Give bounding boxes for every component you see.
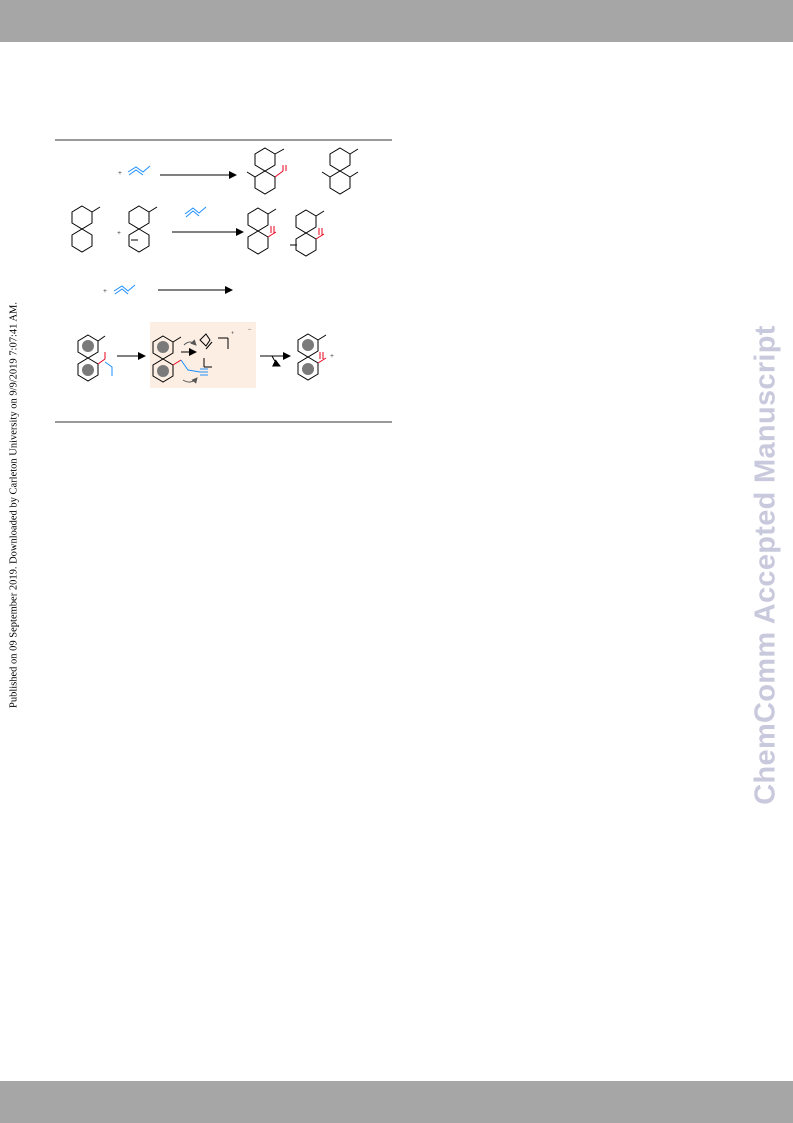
plus-sign: + <box>103 287 107 295</box>
scheme-top-rule <box>55 139 392 141</box>
publication-note: Published on 09 September 2019. Download… <box>8 302 20 708</box>
transition-state: + − <box>152 327 252 384</box>
accepted-manuscript-watermark: ChemComm Accepted Manuscript <box>749 325 782 805</box>
product-2b <box>290 209 325 257</box>
plus-sign: + <box>118 169 122 177</box>
plus-charge: + <box>231 331 235 337</box>
header-bar <box>0 0 793 42</box>
scheme-bottom-rule <box>55 421 392 423</box>
minus-charge: − <box>248 327 252 333</box>
alkyne-reagent-3 <box>113 284 136 292</box>
mechanism-product <box>297 333 327 381</box>
product-1b <box>321 147 359 195</box>
reaction-scheme: + + <box>71 147 359 388</box>
mechanism-start <box>77 334 113 382</box>
row2-second-substrate <box>128 205 158 253</box>
product-2a <box>247 207 277 255</box>
footer-bar <box>0 1081 793 1123</box>
row2-substrate <box>71 205 101 253</box>
alkyne-reagent <box>127 165 151 173</box>
plus-sign: + <box>330 352 334 360</box>
transition-state-highlight <box>150 322 256 388</box>
row1-reagents: + <box>118 165 151 177</box>
alkyne-reagent-2 <box>184 206 207 215</box>
plus-sign: + <box>117 229 121 237</box>
product-1a <box>246 147 287 195</box>
